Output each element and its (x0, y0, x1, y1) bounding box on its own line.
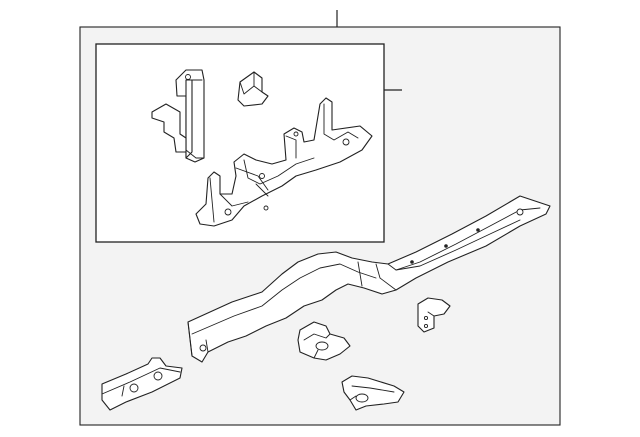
inset-crossmember (195, 97, 373, 227)
center-mount-bracket (297, 321, 351, 361)
front-bracket-plate (101, 357, 183, 411)
inset-tall-bracket (151, 69, 205, 163)
lower-curved-bracket (341, 375, 405, 411)
inset-angle-bracket (237, 71, 269, 107)
small-l-bracket (417, 297, 451, 333)
long-frame-rail (187, 195, 551, 363)
